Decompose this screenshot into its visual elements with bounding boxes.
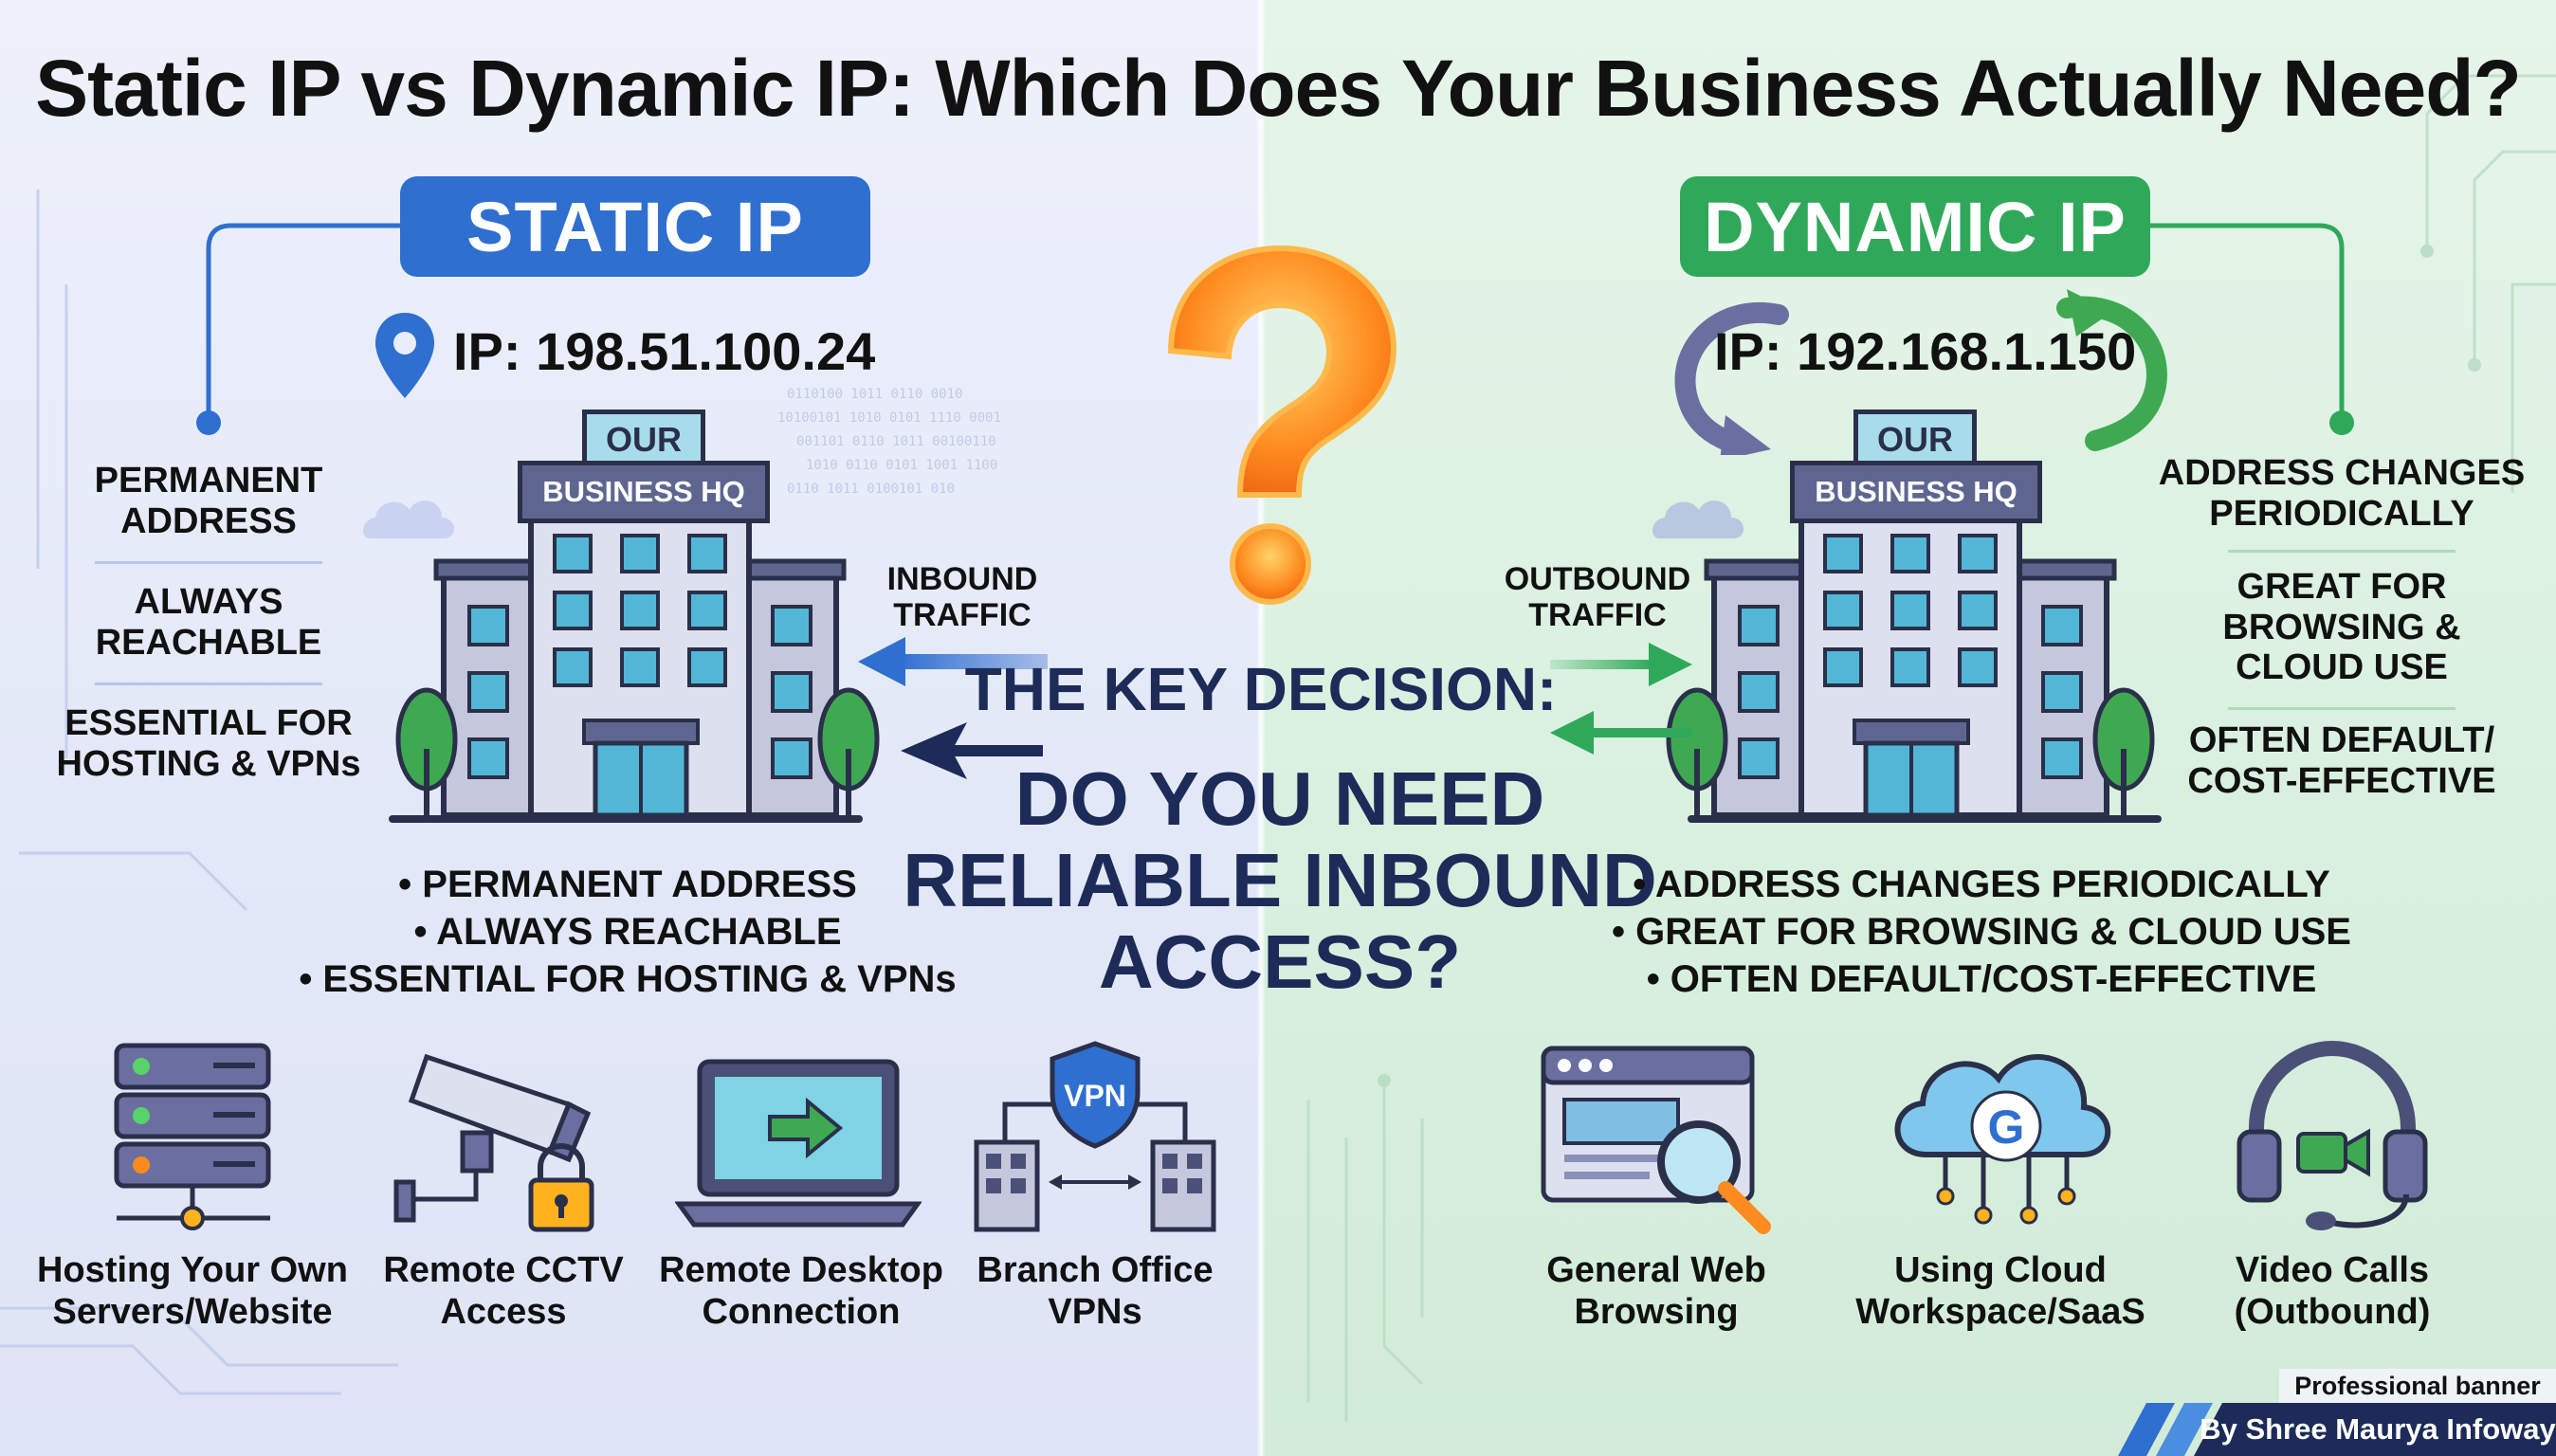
dynamic-building-icon <box>1652 500 2162 823</box>
static-sign-business-hq: BUSINESS HQ <box>518 461 770 523</box>
dynamic-sign-our: OUR <box>1853 410 1977 470</box>
question-mark-icon <box>1167 245 1397 605</box>
dynamic-side-item-2: GREAT FOR BROWSING & CLOUD USE <box>2222 567 2461 688</box>
use-case-web-browsing-label: General Web Browsing <box>1546 1250 1766 1332</box>
google-g-text: G <box>1988 1101 2025 1154</box>
refresh-arrow-right-icon <box>2056 289 2167 451</box>
laptop-icon <box>675 1059 922 1228</box>
svg-text:001101 0110 1011 00100110: 001101 0110 1011 00100110 <box>796 434 996 449</box>
footer-line-1: Professional banner <box>2279 1369 2556 1403</box>
refresh-arrow-left-icon <box>1674 301 1789 455</box>
dynamic-connector-line <box>2150 223 2354 435</box>
cctv-camera-icon <box>393 1053 594 1232</box>
static-side-divider <box>95 682 322 685</box>
dynamic-side-item-3: OFTEN DEFAULT/ COST-EFFECTIVE <box>2187 720 2496 801</box>
static-side-item-2: ALWAYS REACHABLE <box>95 582 322 663</box>
dynamic-bullet-1: • ADDRESS CHANGES PERIODICALLY <box>1633 864 2330 905</box>
svg-text:10100101 1010 0101 1110 0001: 10100101 1010 0101 1110 0001 <box>777 410 1001 426</box>
footer-line-2: By Shree Maurya Infoway <box>2200 1412 2556 1446</box>
headset-video-icon <box>2236 1040 2428 1230</box>
use-case-cloud-label: Using Cloud Workspace/SaaS <box>1855 1250 2145 1332</box>
static-bullet-2: • ALWAYS REACHABLE <box>413 911 842 953</box>
dynamic-side-divider <box>2228 707 2456 710</box>
outbound-traffic-label: OUTBOUND TRAFFIC <box>1504 561 1691 633</box>
dynamic-side-item-1: ADDRESS CHANGES PERIODICALLY <box>2158 453 2526 534</box>
static-ip-header: STATIC IP <box>400 176 870 277</box>
outbound-arrows-icon <box>1550 643 1692 755</box>
vpn-shield-icon: VPN <box>974 1041 1216 1232</box>
svg-text:0110 1011 0100101 010: 0110 1011 0100101 010 <box>787 482 955 497</box>
svg-text:0110100 1011 0110 0010: 0110100 1011 0110 0010 <box>787 387 962 402</box>
use-case-branch-vpn-label: Branch Office VPNs <box>977 1250 1214 1332</box>
dynamic-bullet-3: • OFTEN DEFAULT/COST-EFFECTIVE <box>1646 958 2317 1000</box>
static-side-divider <box>95 561 322 564</box>
server-rack-icon <box>114 1043 271 1230</box>
cloud-google-icon: G <box>1894 1054 2111 1225</box>
key-decision-label: THE KEY DECISION: <box>964 655 1558 723</box>
use-case-hosting-label: Hosting Your Own Servers/Website <box>37 1250 348 1332</box>
vpn-shield-text: VPN <box>1064 1079 1126 1113</box>
inbound-arrow-icon <box>858 637 1048 686</box>
dynamic-bullet-2: • GREAT FOR BROWSING & CLOUD USE <box>1612 911 2351 953</box>
center-divider <box>1257 0 1265 1456</box>
static-sign-our: OUR <box>582 410 705 470</box>
static-ip-address: IP: 198.51.100.24 <box>453 321 876 381</box>
location-pin-icon <box>375 313 434 398</box>
footer-stripes <box>2118 1403 2556 1456</box>
dynamic-ip-header: DYNAMIC IP <box>1680 176 2150 277</box>
static-connector-line <box>196 223 400 435</box>
use-case-remote-desktop-label: Remote Desktop Connection <box>659 1250 943 1332</box>
use-case-video-calls-label: Video Calls (Outbound) <box>2234 1250 2431 1332</box>
page-title: Static IP vs Dynamic IP: Which Does Your… <box>35 44 2522 133</box>
static-bullet-3: • ESSENTIAL FOR HOSTING & VPNs <box>299 958 957 1000</box>
static-side-item-1: PERMANENT ADDRESS <box>94 461 323 541</box>
key-question-text: DO YOU NEED RELIABLE INBOUND ACCESS? <box>903 756 1657 1004</box>
dynamic-side-divider <box>2228 550 2456 553</box>
browser-search-icon <box>1541 1046 1771 1234</box>
use-case-cctv-label: Remote CCTV Access <box>383 1250 624 1332</box>
inbound-arrow-large-icon <box>901 722 1043 779</box>
dynamic-sign-business-hq: BUSINESS HQ <box>1790 461 2042 523</box>
static-bullet-1: • PERMANENT ADDRESS <box>398 864 857 905</box>
svg-text:1010 0110 0101 1001 1100: 1010 0110 0101 1001 1100 <box>806 458 997 473</box>
static-building-icon <box>363 500 880 823</box>
static-side-item-3: ESSENTIAL FOR HOSTING & VPNs <box>56 703 361 784</box>
inbound-traffic-label: INBOUND TRAFFIC <box>886 561 1038 633</box>
dynamic-ip-address: IP: 192.168.1.150 <box>1714 321 2137 381</box>
